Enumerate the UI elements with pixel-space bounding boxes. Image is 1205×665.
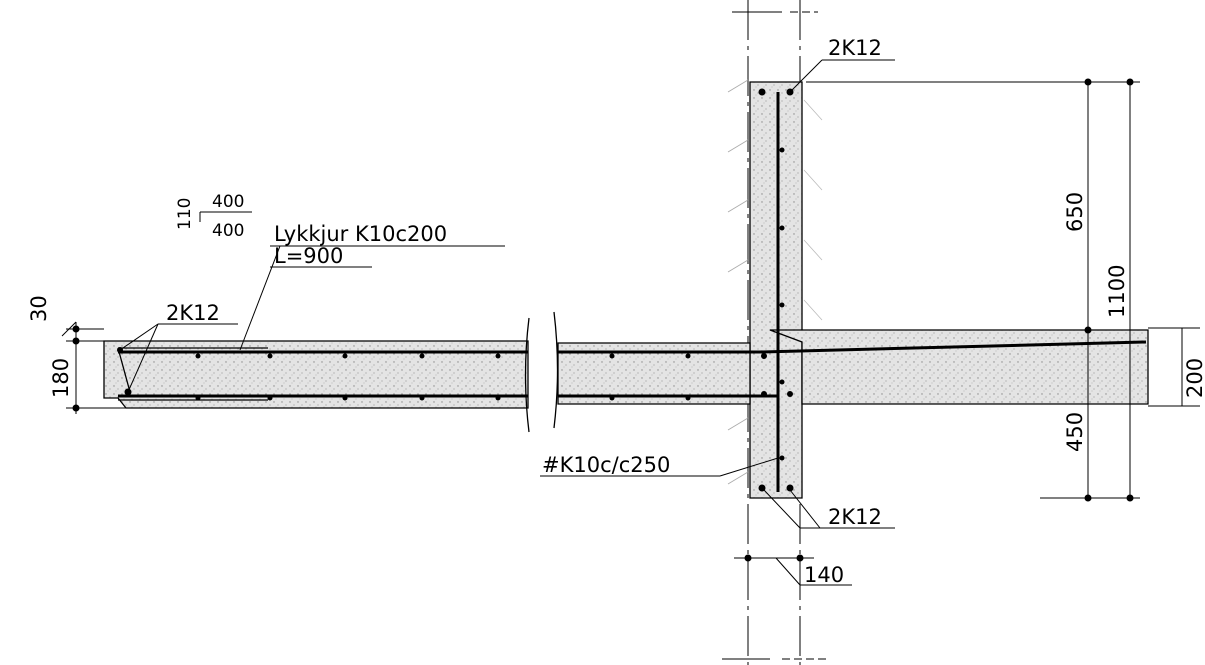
concrete-slab-right (769, 329, 1149, 405)
left-dimension-lines (61, 321, 126, 414)
dim-slab-thickness-right: 200 (1183, 358, 1205, 398)
label-slab-end-bars: 2K12 (166, 301, 220, 325)
soil-hatch-left (727, 79, 749, 485)
break-lines (524, 311, 559, 433)
label-bend-rise: 110 (175, 198, 195, 230)
dim-wall-total-height: 1100 (1105, 265, 1129, 318)
dim-wall-above-slab: 650 (1063, 192, 1087, 232)
dim-slab-thickness-left: 180 (49, 358, 73, 398)
right-dimension-lines (806, 78, 1200, 502)
label-top-wall-bars: 2K12 (828, 36, 882, 60)
concrete-slab-middle (557, 342, 751, 405)
label-lap-bar: Lykkjur K10c200 (274, 222, 447, 246)
label-bottom-wall-bars: 2K12 (828, 505, 882, 529)
leader-lines (119, 59, 895, 529)
dim-slab-step: 30 (27, 295, 51, 322)
wall-reinforcement (758, 88, 794, 492)
slab-reinforcement (117, 340, 1147, 401)
soil-hatch-right (803, 99, 823, 321)
wall-thickness-dimension (734, 554, 852, 586)
label-lap-length: L=900 (274, 244, 343, 268)
dim-wall-below-slab-top: 450 (1063, 412, 1087, 452)
label-wall-mesh: #K10c/c250 (542, 453, 670, 477)
label-bend-len-top: 400 (212, 192, 244, 212)
wall-axis-lines (722, 0, 828, 665)
label-wall-thickness: 140 (804, 563, 844, 587)
concrete-wall (749, 81, 803, 499)
label-bend-len-bottom: 400 (212, 221, 244, 241)
